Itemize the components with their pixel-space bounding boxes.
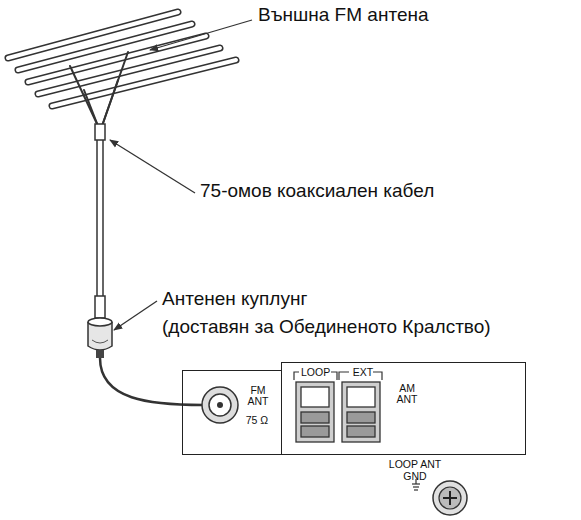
antenna-elements [8,12,236,126]
fm-antenna-panel: FM ANT 75 Ω [182,370,282,455]
panel-label: FM ANT [243,385,273,407]
panel-label: LOOP [301,367,329,378]
panel-label: EXT [351,367,375,378]
callout-label: Външна FM антена [258,4,429,26]
callout-label: 75-омов коаксиален кабел [200,180,434,202]
callout-label: Антенен куплунг [162,288,307,310]
panel-label: 75 Ω [239,415,275,426]
callout-note: (доставян за Обединеното Кралство) [162,316,491,338]
ground-screw [412,479,467,515]
am-antenna-panel: LOOP EXT AM ANT [281,362,526,455]
leader-lines [110,20,252,330]
terminal-label: LOOP ANT GND [387,458,443,482]
coaxial-cable [95,124,105,318]
panel-label: AM ANT [390,383,424,405]
am-terminals [296,382,380,442]
fm-jack [202,387,238,423]
